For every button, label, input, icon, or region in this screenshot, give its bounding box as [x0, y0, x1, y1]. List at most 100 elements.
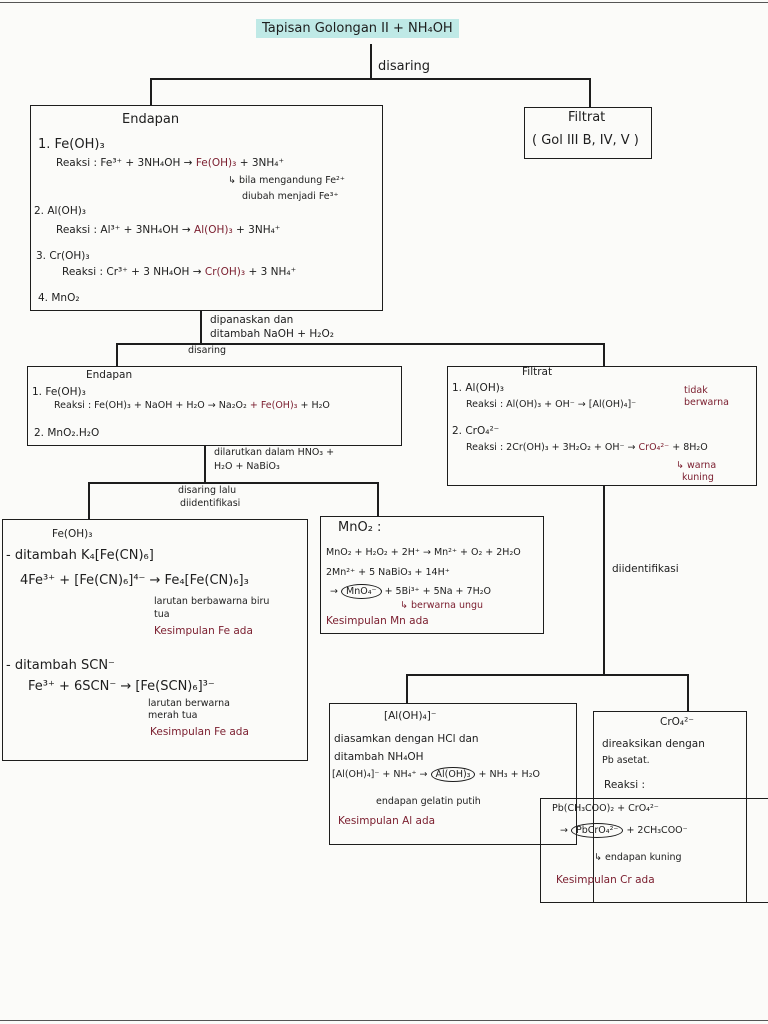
- fe-identification-box: [2, 519, 308, 761]
- connector: [406, 674, 408, 704]
- note-line: kuning: [682, 472, 714, 483]
- reaction-text: Reaksi : Fe(OH)₃ + NaOH + H₂O → Na₂O₂: [54, 400, 247, 411]
- endapan-box-2: [27, 366, 402, 446]
- reaction-line: 2Mn²⁺ + 5 NaBiO₃ + 14H⁺: [326, 567, 450, 578]
- conclusion-line: Kesimpulan Fe ada: [150, 726, 249, 738]
- step-label: H₂O + NaBiO₃: [214, 461, 280, 472]
- note-line: ↳ bila mengandung Fe²⁺: [228, 175, 345, 186]
- reaction-tail: + 3NH₄⁺: [239, 157, 285, 169]
- circled-product: MnO₄⁻: [341, 584, 382, 599]
- reaction-tail: + 3NH₄⁺: [236, 224, 281, 236]
- note-line: berwarna: [684, 397, 729, 408]
- step-label: dipanaskan dan: [210, 314, 294, 326]
- text-line: 2. CrO₄²⁻: [452, 425, 500, 437]
- text-line: 4. MnO₂: [38, 292, 80, 304]
- connector: [116, 343, 118, 367]
- title-highlight: Tapisan Golongan II + NH₄OH: [256, 19, 459, 38]
- reaction-line: MnO₂ + H₂O₂ + 2H⁺ → Mn²⁺ + O₂ + 2H₂O: [326, 547, 521, 558]
- note-line: ↳ warna: [676, 460, 717, 471]
- connector: [116, 343, 604, 345]
- precipitate-text: Cr(OH)₃: [204, 266, 246, 278]
- reaction-text: [Al(OH)₄]⁻ + NH₄⁺ →: [332, 769, 428, 780]
- precipitate-text: Al(OH)₃: [194, 224, 233, 236]
- step-label: dilarutkan dalam HNO₃ +: [214, 447, 335, 458]
- observation-line: merah tua: [148, 710, 198, 721]
- reaction-line: → MnO₄⁻ + 5Bi³⁺ + 5Na + 7H₂O: [330, 584, 492, 599]
- box-heading: Fe(OH)₃: [52, 528, 93, 540]
- endapan-heading: Endapan: [86, 369, 133, 381]
- observation-line: endapan gelatin putih: [376, 796, 481, 807]
- reaction-line: Reaksi : Al(OH)₃ + OH⁻ → [Al(OH)₄]⁻: [466, 399, 637, 410]
- circled-product: PbCrO₄²⁻: [571, 823, 624, 838]
- step-label-disaring: disaring: [188, 345, 227, 356]
- reaction-line: Pb(CH₃COO)₂ + CrO₄²⁻: [552, 803, 659, 814]
- reaction-line: Reaksi : Fe(OH)₃ + NaOH + H₂O → Na₂O₂ + …: [54, 400, 330, 412]
- text-line: direaksikan dengan: [602, 738, 705, 750]
- observation-line: ↳ berwarna ungu: [400, 600, 484, 611]
- reaction-line: → PbCrO₄²⁻ + 2CH₃COO⁻: [560, 823, 688, 838]
- reaction-text: Reaksi : Cr³⁺ + 3 NH₄OH →: [62, 266, 202, 278]
- connector: [687, 674, 689, 712]
- connector: [406, 674, 688, 676]
- cr-reaction-box: [540, 798, 768, 903]
- conclusion-line: Kesimpulan Fe ada: [154, 625, 253, 637]
- step-label: disaring lalu: [178, 485, 237, 496]
- connector: [150, 78, 152, 106]
- arrow: →: [560, 825, 568, 836]
- reaction-tail: + NH₃ + H₂O: [478, 769, 540, 780]
- step-label: ditambah NaOH + H₂O₂: [210, 328, 334, 340]
- reaction-line: Fe³⁺ + 6SCN⁻ → [Fe(SCN)₆]³⁻: [28, 679, 215, 694]
- conclusion-line: Kesimpulan Cr ada: [556, 874, 655, 886]
- precipitate-text: + Fe(OH)₃: [249, 400, 298, 411]
- reaction-line: Reaksi : Fe³⁺ + 3NH₄OH → Fe(OH)₃ + 3NH₄⁺: [56, 157, 284, 169]
- connector: [200, 311, 202, 343]
- reaction-text: Reaksi : Al³⁺ + 3NH₄OH →: [56, 224, 191, 236]
- observation-line: larutan berwarna: [148, 698, 230, 709]
- step-label-diidentifikasi: diidentifikasi: [612, 563, 679, 575]
- precipitate-text: Fe(OH)₃: [195, 157, 237, 169]
- connector: [88, 482, 378, 484]
- observation-line: tua: [154, 609, 170, 620]
- filtrat-box-2: [447, 366, 757, 486]
- text-line: - ditambah K₄[Fe(CN)₆]: [6, 548, 154, 563]
- bottom-edge-line: [0, 1020, 768, 1021]
- observation-line: larutan berbawarna biru: [154, 596, 270, 607]
- text-line: ditambah NH₄OH: [334, 751, 424, 763]
- reaction-line: Reaksi : Cr³⁺ + 3 NH₄OH → Cr(OH)₃ + 3 NH…: [62, 266, 296, 278]
- reaction-line: Reaksi : Al³⁺ + 3NH₄OH → Al(OH)₃ + 3NH₄⁺: [56, 224, 280, 236]
- step-label: diidentifikasi: [180, 498, 241, 509]
- connector: [377, 482, 379, 516]
- text-line: diasamkan dengan HCl dan: [334, 733, 479, 745]
- endapan-heading: Endapan: [122, 112, 180, 127]
- filtrat-box-1: [524, 107, 652, 159]
- reaction-tail: + 8H₂O: [672, 442, 708, 453]
- circled-product: Al(OH)₃: [430, 767, 476, 782]
- observation-line: ↳ endapan kuning: [594, 852, 682, 863]
- reaction-tail: + 5Bi³⁺ + 5Na + 7H₂O: [384, 586, 492, 597]
- arrow: →: [330, 586, 338, 597]
- text-line: 3. Cr(OH)₃: [36, 250, 90, 262]
- text-line: Reaksi :: [604, 779, 646, 791]
- text-line: - ditambah SCN⁻: [6, 658, 115, 673]
- connector: [589, 78, 591, 108]
- connector: [370, 44, 372, 78]
- precipitate-text: CrO₄²⁻: [638, 442, 670, 453]
- box-heading: [Al(OH)₄]⁻: [384, 710, 437, 722]
- box-heading: MnO₂ :: [338, 520, 382, 535]
- reaction-line: 4Fe³⁺ + [Fe(CN)₆]⁴⁻ → Fe₄[Fe(CN)₆]₃: [20, 573, 249, 588]
- box-heading: CrO₄²⁻: [660, 716, 694, 728]
- reaction-text: Reaksi : Fe³⁺ + 3NH₄OH →: [56, 157, 193, 169]
- text-line: 2. Al(OH)₃: [34, 205, 87, 217]
- reaction-tail: + 3 NH₄⁺: [248, 266, 297, 278]
- text-line: 1. Fe(OH)₃: [32, 386, 86, 398]
- connector: [204, 446, 206, 482]
- text-line: Pb asetat.: [602, 755, 650, 766]
- mn-identification-box: [320, 516, 544, 634]
- text-line: 2. MnO₂.H₂O: [34, 427, 100, 439]
- reaction-tail: + 2CH₃COO⁻: [626, 825, 688, 836]
- conclusion-line: Kesimpulan Mn ada: [326, 615, 429, 627]
- conclusion-line: Kesimpulan Al ada: [338, 815, 436, 827]
- reaction-line: Reaksi : 2Cr(OH)₃ + 3H₂O₂ + OH⁻ → CrO₄²⁻…: [466, 442, 708, 454]
- filtrat-heading: Filtrat: [522, 366, 553, 378]
- text-line: 1. Al(OH)₃: [452, 382, 505, 394]
